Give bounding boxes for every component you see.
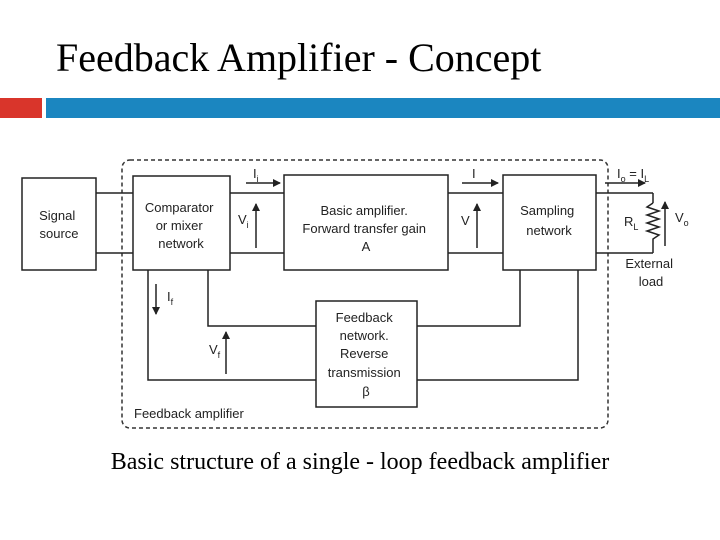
feedback-network-label: Feedback network. Reverse transmission β bbox=[328, 310, 405, 399]
feedback-amplifier-boundary bbox=[121, 159, 609, 429]
signal-arrows bbox=[152, 179, 669, 374]
input-voltage-symbol: Vi bbox=[238, 212, 249, 230]
output-current-symbol: Io = IL bbox=[617, 166, 649, 184]
load-resistor-symbol: RL bbox=[624, 214, 638, 232]
load-resistor bbox=[644, 202, 662, 243]
comparator-label: Comparator or mixer network bbox=[145, 200, 217, 251]
amplifier-current-symbol: I bbox=[472, 166, 476, 181]
signal-source-block bbox=[21, 177, 97, 271]
input-current-symbol: Ii bbox=[253, 166, 259, 184]
feedback-voltage-symbol: Vf bbox=[209, 342, 221, 360]
connection-wires bbox=[96, 192, 654, 381]
basic-amplifier-label: Basic amplifier. Forward transfer gain A bbox=[302, 203, 429, 254]
comparator-block bbox=[132, 175, 231, 271]
basic-amplifier-block bbox=[283, 174, 449, 271]
figure-caption: Basic structure of a single - loop feedb… bbox=[110, 449, 610, 475]
accent-bar-blue bbox=[46, 98, 720, 118]
feedback-current-symbol: If bbox=[167, 289, 174, 307]
sampling-block bbox=[502, 174, 597, 271]
feedback-amplifier-label: Feedback amplifier bbox=[134, 406, 244, 421]
sampling-label: Sampling network bbox=[520, 203, 578, 238]
amplifier-voltage-symbol: V bbox=[461, 213, 470, 228]
signal-source-label: Signal source bbox=[39, 208, 79, 241]
external-load-label: External load bbox=[625, 256, 676, 289]
output-voltage-symbol: Vo bbox=[675, 210, 689, 228]
slide-title: Feedback Amplifier - Concept bbox=[56, 35, 542, 80]
accent-bar-red bbox=[0, 98, 42, 118]
feedback-network-block bbox=[315, 300, 418, 408]
